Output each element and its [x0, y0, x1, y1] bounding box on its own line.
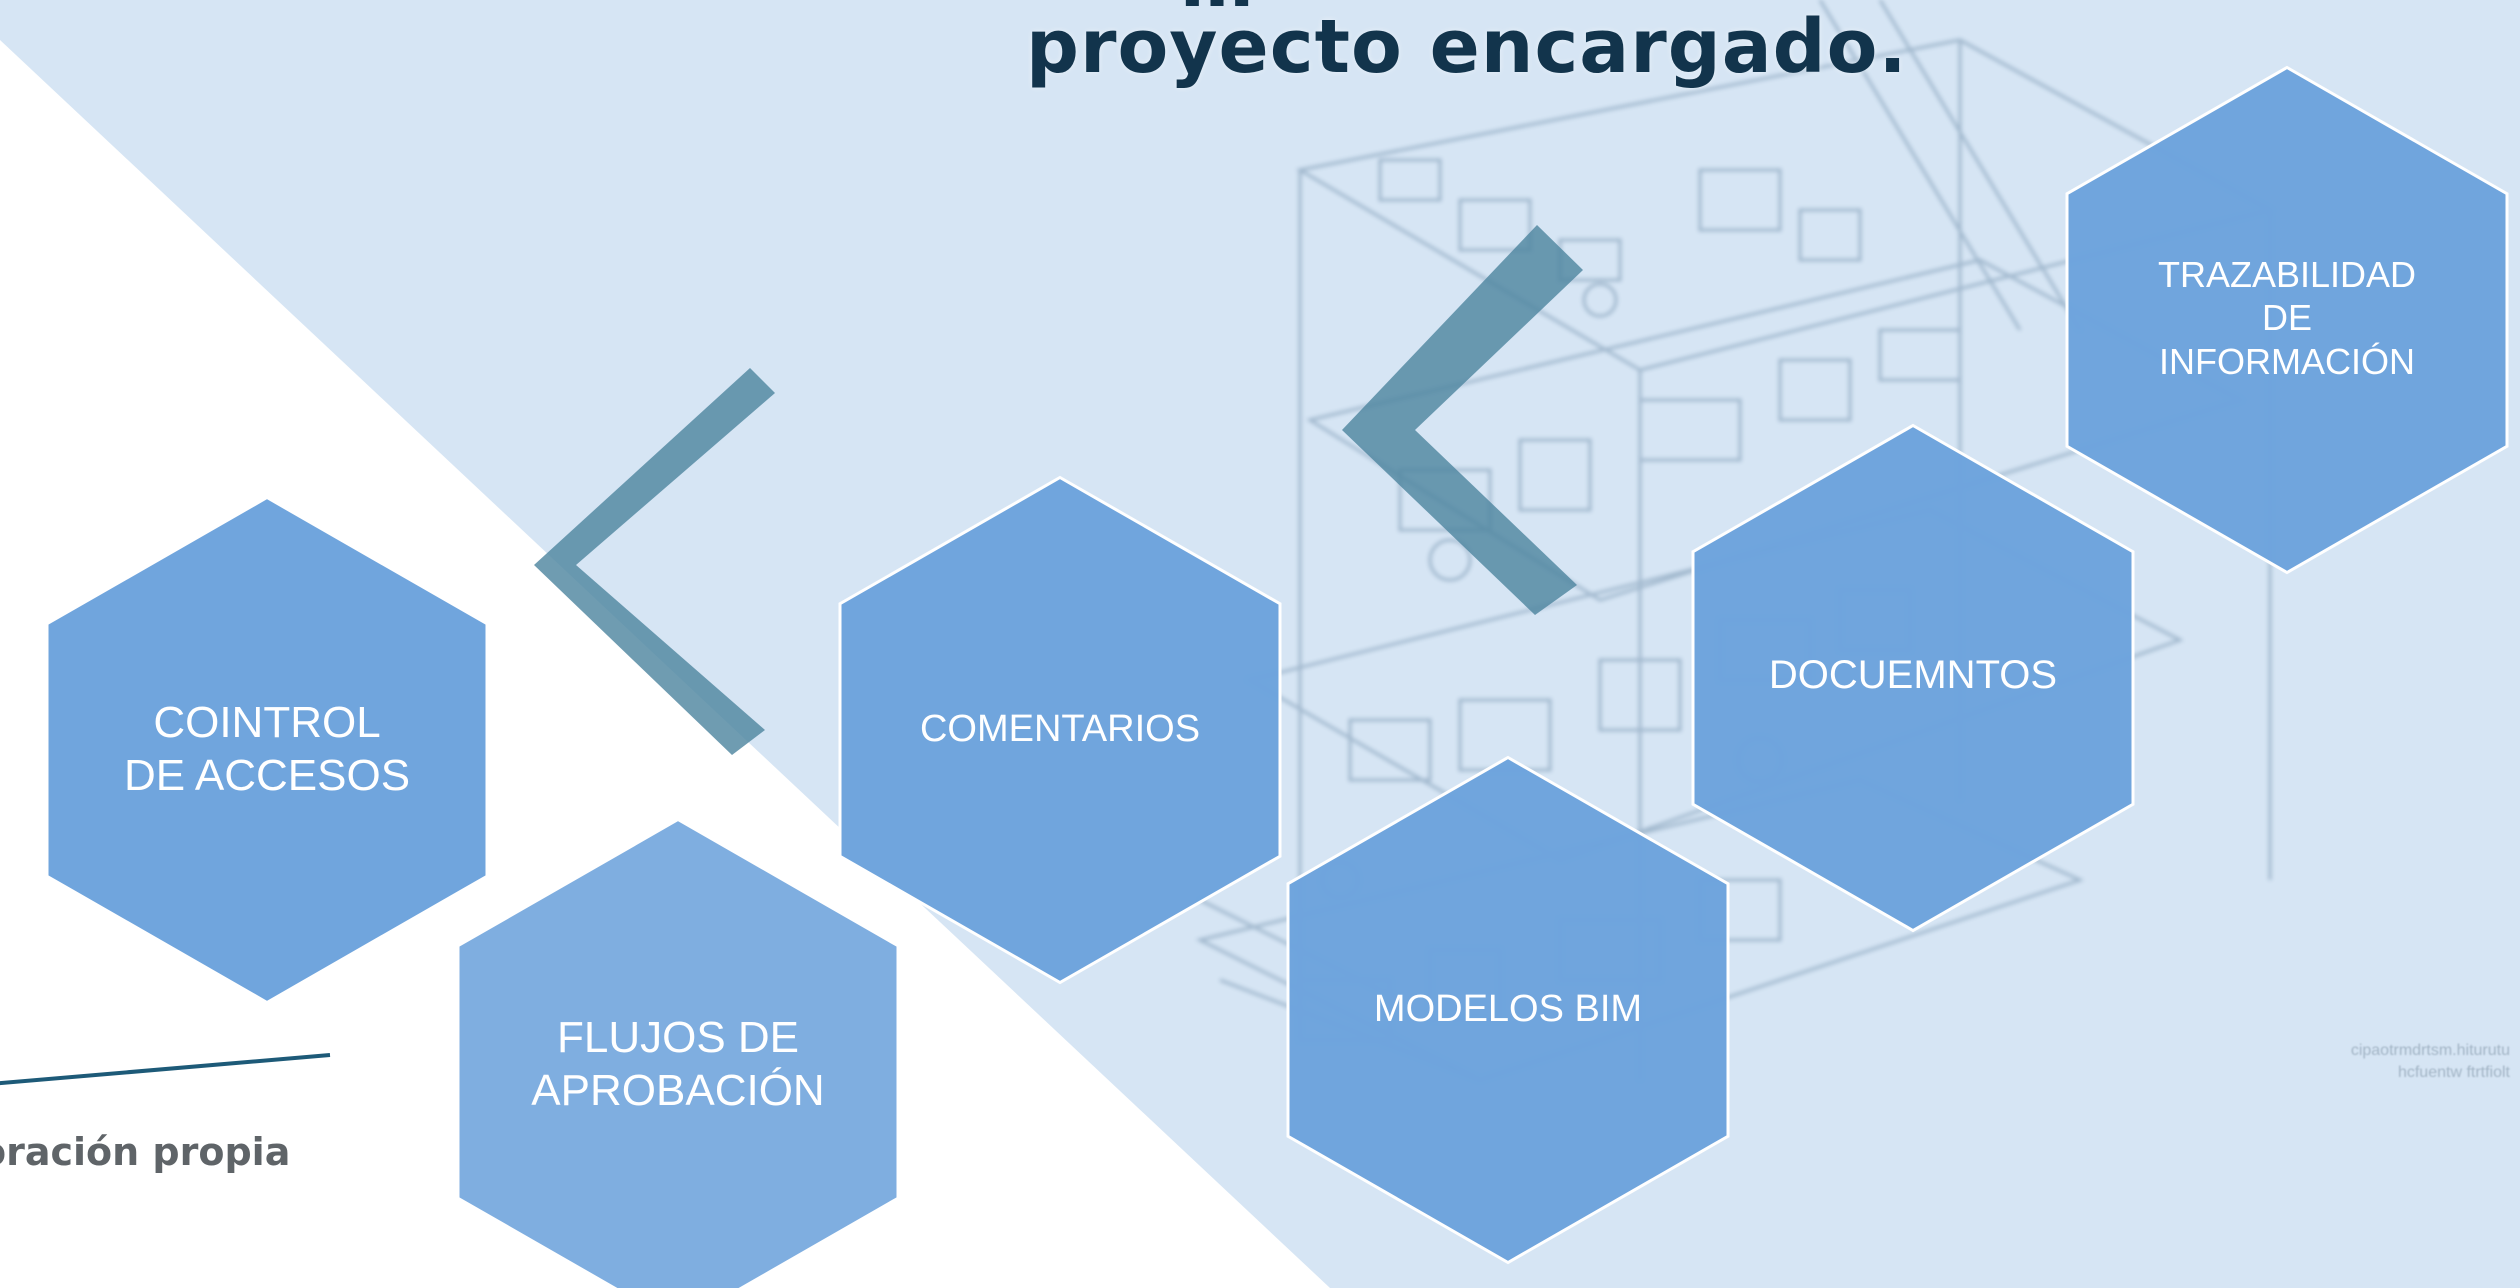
- hex-label-control: COINTROL DE ACCESOS: [47, 600, 487, 900]
- hexagon-group: [45, 65, 2509, 1288]
- hex-label-documentos: DOCUEMNTOS: [1693, 525, 2133, 825]
- hexagon-documentos: [1691, 423, 2135, 933]
- hex-label-comentarios: COMENTARIOS: [840, 580, 1280, 880]
- title-line-1: …: [1180, 0, 1254, 18]
- hexagon-flujos: [456, 817, 900, 1288]
- chevron-left-icon: [1342, 225, 1583, 615]
- hex-label-line: FLUJOS DE: [556, 1013, 800, 1063]
- hex-label-modelos: MODELOS BIM: [1288, 860, 1728, 1160]
- page-title: proyecto encargado.: [1026, 4, 1908, 90]
- hex-label-line: COMENTARIOS: [919, 708, 1201, 751]
- hexagon-trazabilidad: [2065, 65, 2509, 575]
- source-divider: [0, 1053, 331, 1086]
- drawing-caption-line: hcfuentw ftrtfiolt: [2397, 1064, 2510, 1082]
- hexagon-control: [45, 495, 489, 1005]
- hex-label-line: COINTROL: [153, 698, 381, 748]
- chevron-left-icon: [534, 368, 775, 755]
- hex-label-line: APROBACIÓN: [531, 1066, 825, 1115]
- drawing-caption-line: cipaotrmdrtsm.hiturutu: [2350, 1042, 2510, 1059]
- hexagon-comentarios: [838, 475, 1282, 985]
- hex-label-line: TRAZABILIDAD: [2157, 254, 2417, 296]
- hex-label-line: INFORMACIÓN: [2158, 340, 2415, 382]
- hexagon-modelos: [1286, 755, 1730, 1265]
- hex-label-line: DE: [2261, 297, 2312, 339]
- hex-label-trazabilidad: TRAZABILIDAD DE INFORMACIÓN: [2067, 168, 2507, 468]
- drawing-caption: cipaotrmdrtsm.hiturutu hcfuentw ftrtfiol…: [2210, 1040, 2510, 1085]
- hex-label-line: DOCUEMNTOS: [1768, 653, 2058, 697]
- hex-label-line: DE ACCESOS: [123, 751, 411, 800]
- source-note: oración propia: [0, 1130, 291, 1174]
- hex-label-line: MODELOS BIM: [1373, 988, 1643, 1031]
- hex-label-flujos: FLUJOS DE APROBACIÓN: [458, 915, 898, 1215]
